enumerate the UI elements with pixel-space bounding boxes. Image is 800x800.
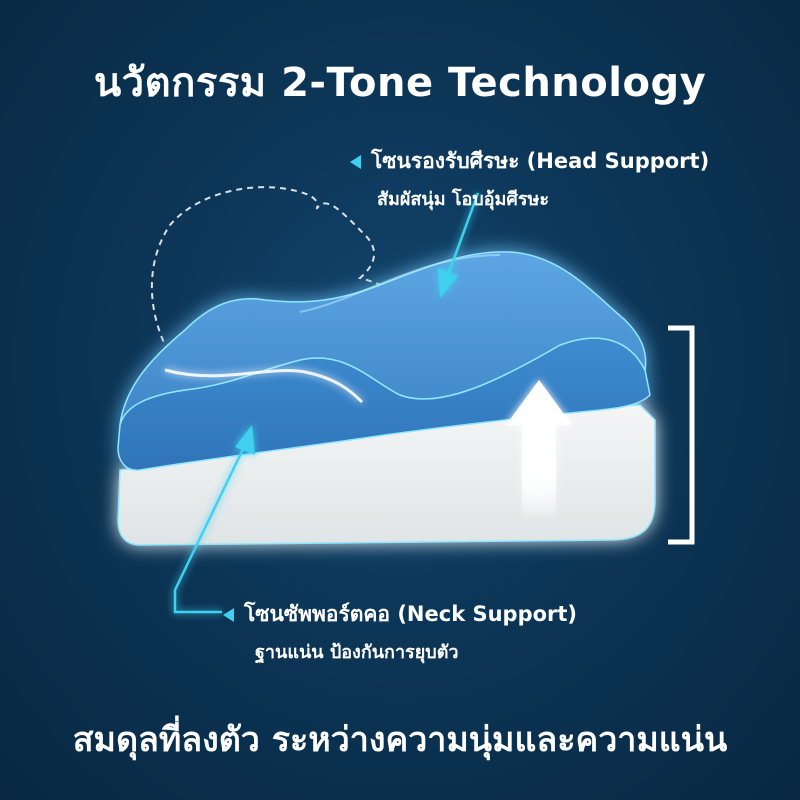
neck-support-description: ฐานแน่น ป้องกันการยุบตัว (255, 642, 459, 663)
neck-support-pointer (173, 425, 255, 614)
head-support-pointer (438, 192, 480, 298)
page-title: นวัตกรรม 2-Tone Technology (93, 60, 707, 106)
triangle-left-icon (223, 607, 234, 622)
arrow-up-icon (506, 380, 572, 520)
head-support-description: สัมผัสนุ่ม โอบอุ้มศีรษะ (377, 189, 550, 210)
triangle-left-icon (350, 154, 361, 169)
head-support-label: โซนรองรับศีรษะ (Head Support) (371, 149, 710, 173)
bracket-icon (668, 325, 695, 545)
head-support-callout: โซนรองรับศีรษะ (Head Support) สัมผัสนุ่ม… (350, 145, 709, 213)
pillow (117, 251, 656, 546)
footer-tagline: สมดุลที่ลงตัว ระหว่างความนุ่มและความแน่น (72, 720, 728, 760)
neck-support-label: โซนซัพพอร์ตคอ (Neck Support) (244, 602, 578, 626)
neck-support-callout: โซนซัพพอร์ตคอ (Neck Support) ฐานแน่น ป้อ… (223, 598, 577, 666)
